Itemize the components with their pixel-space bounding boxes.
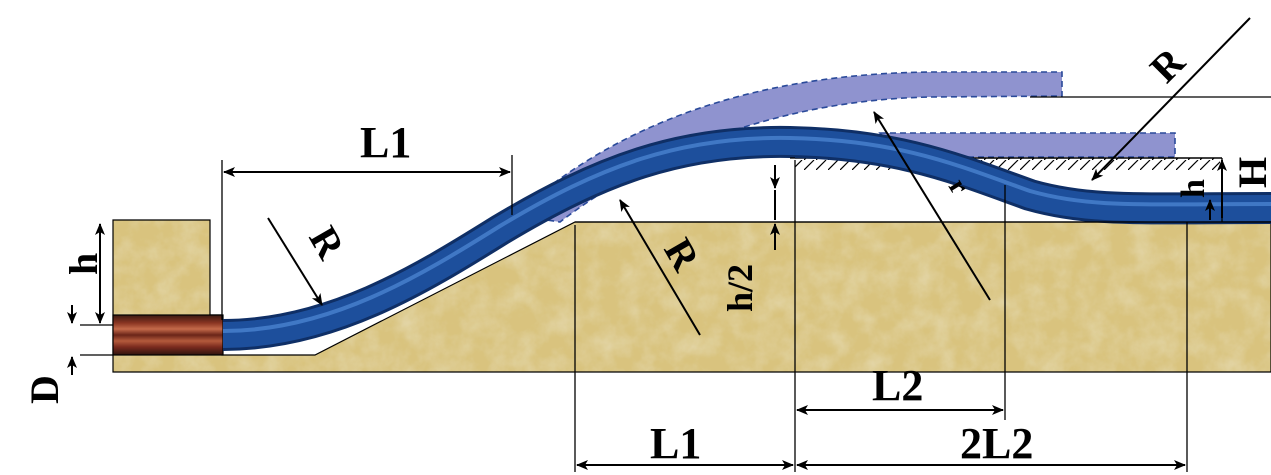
radius-leader-small: [873, 111, 991, 301]
casing-pipe: [112, 314, 224, 356]
label-h-half: h/2: [720, 264, 760, 312]
soil-texture: [113, 220, 1271, 372]
label-l2: L2: [872, 361, 923, 410]
label-h-right: h: [1175, 179, 1212, 198]
labels: L1 L1 L2 2L2 R R R r h h/2 h H D: [22, 38, 1271, 468]
radius-leader-left: [267, 217, 323, 306]
radius-leader-middle: [619, 199, 701, 336]
label-2l2: 2L2: [960, 419, 1033, 468]
soil-body: [112, 219, 1271, 373]
label-big-h: H: [1230, 157, 1271, 188]
label-d: D: [22, 375, 67, 404]
label-l1-top: L1: [360, 118, 411, 167]
dimension-lines: [67, 17, 1271, 472]
label-r-left: R: [300, 219, 354, 267]
soil-outline: [112, 219, 1271, 373]
radius-leader-right: [1091, 17, 1251, 181]
label-l1-bottom: L1: [650, 419, 701, 468]
label-h-left: h: [61, 253, 106, 275]
main-pipe: [222, 125, 1271, 351]
